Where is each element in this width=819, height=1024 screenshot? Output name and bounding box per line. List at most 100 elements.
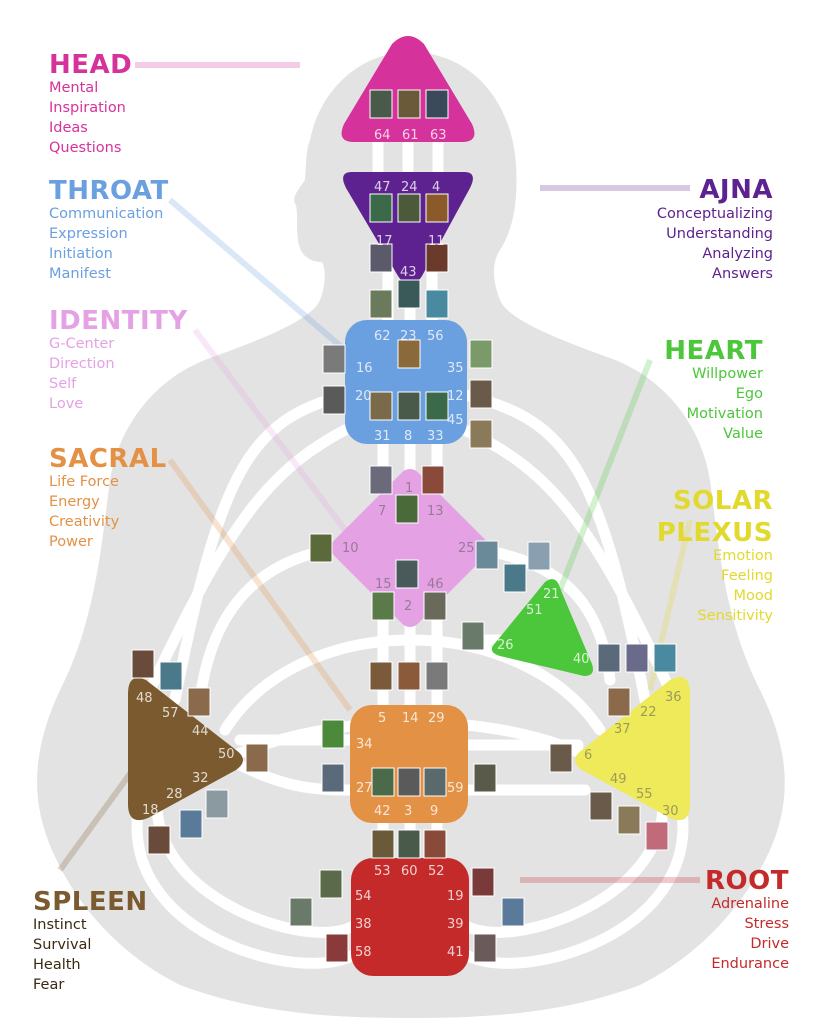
gate-number: 5 xyxy=(378,711,386,726)
gate-number: 15 xyxy=(375,577,392,592)
keyword: Initiation xyxy=(49,246,113,262)
gate-number: 59 xyxy=(447,781,464,796)
keyword: Answers xyxy=(712,266,773,282)
gate-number: 61 xyxy=(402,128,419,143)
keyword: Mood xyxy=(733,588,773,604)
gate-number: 12 xyxy=(447,389,464,404)
keyword: Fear xyxy=(33,977,65,993)
keyword: Ego xyxy=(735,386,763,402)
gate-number: 28 xyxy=(166,787,183,802)
gate-number: 46 xyxy=(427,577,444,592)
gate-number: 26 xyxy=(497,638,514,653)
root-center xyxy=(351,858,469,976)
solar-plexus-title-line: SOLAR xyxy=(672,486,773,516)
root-keywords: Adrenaline Stress Drive Endurance xyxy=(711,894,789,974)
keyword: Health xyxy=(33,957,81,973)
gate-number: 55 xyxy=(636,787,653,802)
gate-number: 54 xyxy=(355,889,372,904)
gate-number: 16 xyxy=(356,361,373,376)
gate-number: 42 xyxy=(374,804,391,819)
gate-number: 34 xyxy=(356,737,373,752)
gate-number: 35 xyxy=(447,361,464,376)
gate-number: 57 xyxy=(162,706,179,721)
gate-number: 9 xyxy=(430,804,438,819)
sacral-title: SACRAL xyxy=(49,444,167,474)
keyword: Questions xyxy=(49,140,122,156)
keyword: Feeling xyxy=(721,568,773,584)
keyword: Motivation xyxy=(686,406,763,422)
keyword: Drive xyxy=(750,936,789,952)
keyword: Power xyxy=(49,534,93,550)
gate-number: 19 xyxy=(447,889,464,904)
gate-number: 2 xyxy=(404,599,412,614)
heart-title: HEART xyxy=(664,336,763,366)
keyword: G-Center xyxy=(49,336,115,352)
solar-plexus-keywords: Emotion Feeling Mood Sensitivity xyxy=(698,546,774,626)
gate-number: 31 xyxy=(374,429,391,444)
keyword: Inspiration xyxy=(49,100,126,116)
keyword: Instinct xyxy=(33,917,87,933)
keyword: Love xyxy=(49,396,84,412)
solar-plexus-title: SOLAR PLEXUS xyxy=(657,487,773,547)
keyword: Sensitivity xyxy=(697,608,774,624)
gate-number: 29 xyxy=(428,711,445,726)
gate-number: 25 xyxy=(458,541,475,556)
gate-number: 37 xyxy=(614,722,631,737)
gate-number: 58 xyxy=(355,945,372,960)
heart-center xyxy=(491,579,593,676)
throat-keywords: Communication Expression Initiation Mani… xyxy=(49,204,163,284)
identity-center xyxy=(331,469,489,627)
gate-number: 49 xyxy=(610,772,627,787)
sacral-keywords: Life Force Energy Creativity Power xyxy=(49,472,119,552)
gate-number: 23 xyxy=(400,329,417,344)
keyword: Mental xyxy=(49,80,99,96)
gate-number: 43 xyxy=(400,265,417,280)
gate-number: 52 xyxy=(428,864,445,879)
gate-number: 44 xyxy=(192,724,209,739)
gate-number: 6 xyxy=(584,748,592,763)
gate-number: 41 xyxy=(447,945,464,960)
keyword: Conceptualizing xyxy=(656,206,773,222)
gate-number: 50 xyxy=(218,747,235,762)
gate-number: 3 xyxy=(404,804,412,819)
gate-number: 51 xyxy=(526,603,543,618)
gate-number: 10 xyxy=(342,541,359,556)
gate-number: 20 xyxy=(355,389,372,404)
gate-number: 48 xyxy=(136,691,153,706)
keyword: Endurance xyxy=(711,956,789,972)
identity-keywords: G-Center Direction Self Love xyxy=(49,334,115,414)
keyword: Stress xyxy=(744,916,789,932)
gate-number: 22 xyxy=(640,705,657,720)
gate-number: 33 xyxy=(427,429,444,444)
throat-title: THROAT xyxy=(49,176,169,206)
gate-number: 47 xyxy=(374,180,391,195)
keyword: Self xyxy=(49,376,77,392)
pointer-lines xyxy=(57,62,700,883)
keyword: Communication xyxy=(49,206,164,222)
gate-number: 27 xyxy=(356,781,373,796)
gate-number: 24 xyxy=(401,180,418,195)
gate-number: 40 xyxy=(573,652,590,667)
gate-number: 62 xyxy=(374,329,391,344)
keyword: Expression xyxy=(49,226,128,242)
keyword: Ideas xyxy=(49,120,88,136)
gate-number: 64 xyxy=(374,128,391,143)
gate-number: 21 xyxy=(543,587,560,602)
keyword: Survival xyxy=(33,937,92,953)
spleen-keywords: Instinct Survival Health Fear xyxy=(33,915,91,995)
keyword: Analyzing xyxy=(702,246,773,262)
spleen-title: SPLEEN xyxy=(33,887,148,917)
keyword: Emotion xyxy=(713,548,773,564)
keyword: Value xyxy=(723,426,763,442)
gate-number: 11 xyxy=(428,234,445,249)
gate-number: 4 xyxy=(432,180,440,195)
gate-number: 1 xyxy=(405,481,413,496)
keyword: Manifest xyxy=(49,266,111,282)
keyword: Energy xyxy=(49,494,100,510)
ajna-keywords: Conceptualizing Understanding Analyzing … xyxy=(657,204,773,284)
gate-number: 32 xyxy=(192,771,209,786)
gate-number: 18 xyxy=(142,803,159,818)
solar-plexus-center xyxy=(575,677,690,821)
spleen-center xyxy=(128,677,243,821)
